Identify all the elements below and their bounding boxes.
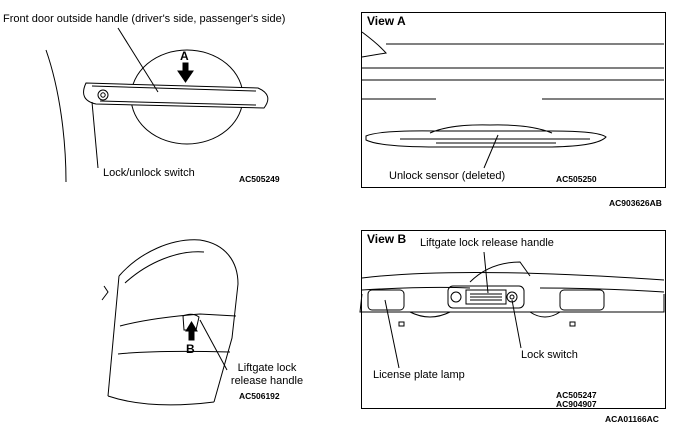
door-handle-drawing xyxy=(45,27,269,183)
code-ac903626ab: AC903626AB xyxy=(609,198,662,208)
lock-switch-label: Lock switch xyxy=(521,349,578,361)
view-b-panel xyxy=(361,230,666,409)
marker-b: B xyxy=(186,342,195,356)
figure-code: ACA01166AC xyxy=(605,414,659,424)
arrow-b xyxy=(185,321,198,341)
view-a-drawing xyxy=(361,31,664,169)
view-b-title: View B xyxy=(367,232,407,246)
code-ac505249: AC505249 xyxy=(239,174,280,184)
code-ac904907: AC904907 xyxy=(556,399,597,409)
view-a-panel xyxy=(361,12,666,188)
code-ac505247: AC505247 xyxy=(556,390,597,400)
marker-a: A xyxy=(180,49,189,63)
code-ac506192: AC506192 xyxy=(239,391,280,401)
liftgate-handle-label-line2: release handle xyxy=(230,375,304,387)
door-handle-title: Front door outside handle (driver's side… xyxy=(3,13,286,25)
license-plate-lamp-label: License plate lamp xyxy=(373,369,465,381)
unlock-sensor-label: Unlock sensor (deleted) xyxy=(389,170,506,182)
code-ac505250: AC505250 xyxy=(556,174,597,184)
liftgate-handle-label: Liftgate lock release handle xyxy=(222,362,312,388)
liftgate-handle-label-line1: Liftgate lock xyxy=(237,362,297,374)
lock-unlock-switch-label: Lock/unlock switch xyxy=(103,167,195,179)
view-a-title: View A xyxy=(367,14,406,28)
arrow-a xyxy=(177,62,194,83)
liftgate-drawing xyxy=(101,239,239,406)
view-b-drawing xyxy=(359,251,665,369)
liftgate-release-handle-label: Liftgate lock release handle xyxy=(420,237,554,249)
